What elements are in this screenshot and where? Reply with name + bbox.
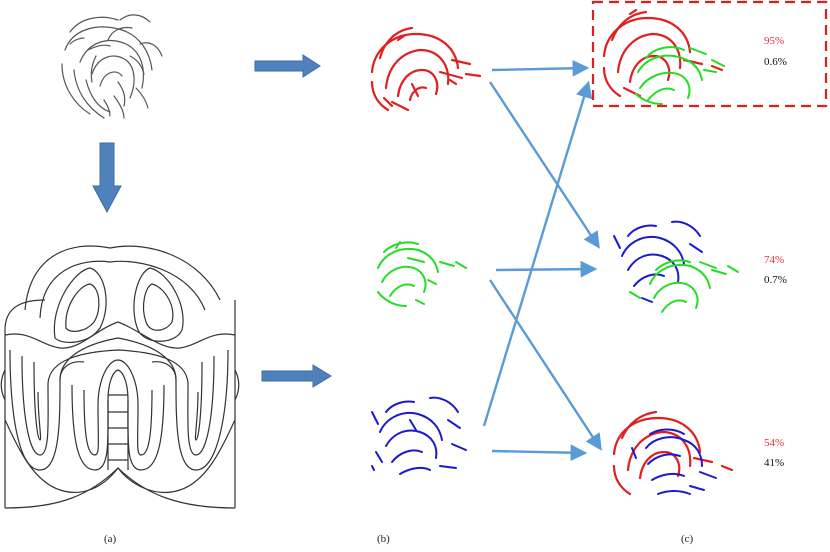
overlay-red-blue <box>612 410 734 496</box>
arrow-red-to-top <box>491 59 590 77</box>
arrow-red-to-middle <box>488 81 600 249</box>
overlay-blue-green <box>613 220 739 313</box>
sketch-fingerprint <box>61 14 163 119</box>
matching-arrows <box>482 59 602 462</box>
panel-label-b: (b) <box>377 533 390 545</box>
arrow-blue-to-top <box>482 80 593 427</box>
right-block-arrow-bottom <box>261 364 332 388</box>
ridge-pattern <box>0 245 240 509</box>
green-partial-print <box>377 241 467 307</box>
red-partial-print <box>370 26 482 112</box>
score-1-black: 0.6% <box>764 56 787 68</box>
arrow-blue-to-bottom <box>491 444 588 462</box>
block-arrows <box>92 54 332 388</box>
best-match-highlight-box <box>591 0 828 108</box>
panel-label-a: (a) <box>104 533 117 545</box>
down-block-arrow <box>92 142 122 214</box>
score-2-red: 74% <box>764 254 785 266</box>
right-block-arrow-top <box>254 54 321 78</box>
score-3-black: 41% <box>764 457 785 469</box>
panel-label-c: (c) <box>681 533 694 545</box>
arrow-green-to-middle <box>495 260 598 278</box>
overlay-red-green <box>602 8 725 105</box>
score-3-red: 54% <box>764 437 785 449</box>
arrow-green-to-bottom <box>488 279 602 451</box>
blue-partial-print <box>371 396 467 475</box>
score-2-black: 0.7% <box>764 274 787 286</box>
score-1-red: 95% <box>764 35 785 47</box>
